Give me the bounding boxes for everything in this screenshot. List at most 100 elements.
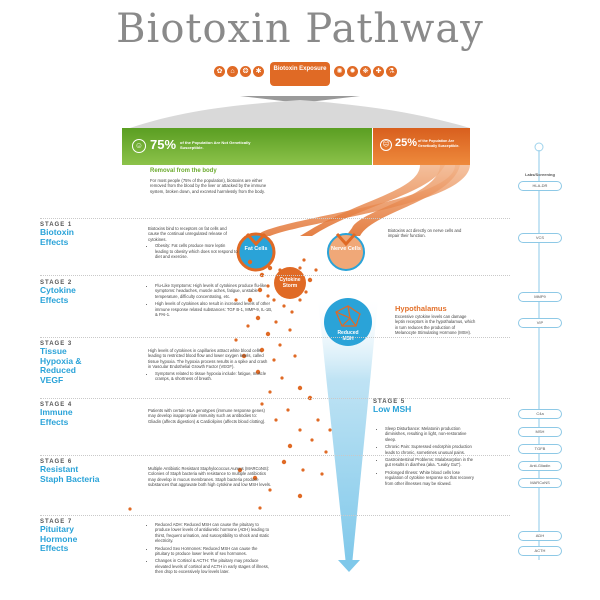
exposure-label: Biotoxin Exposure (273, 66, 327, 72)
cytokine-particle (247, 297, 253, 303)
cytokine-particle (260, 402, 264, 406)
cytokine-particle (255, 369, 261, 375)
stage-2-heading: STAGE 2 Cytokine Effects (40, 280, 100, 305)
cytokine-particle (307, 277, 313, 283)
cytokine-particle (282, 304, 286, 308)
obesity-bullet: Obesity: Fat cells produce more leptin l… (155, 243, 238, 259)
cytokine-particle (307, 395, 313, 401)
stage-7-text: Reduced ADH: Reduced MSH can cause the p… (148, 522, 273, 577)
spider-icon: ✺ (334, 66, 345, 77)
stage-3-text: High levels of cytokines in capillaries … (148, 348, 270, 383)
cytokine-particle (297, 385, 303, 391)
lab-pill: ACTH (518, 546, 562, 556)
cytokine-particle (287, 443, 293, 449)
msh-network-icon (335, 305, 361, 327)
lab-pill: MSH (518, 427, 562, 437)
cortisol-bullet: Changes in Cortisol & ACTH: The pituitar… (155, 558, 273, 574)
lab-pill: VCS (518, 233, 562, 243)
adh-bullet: Reduced ADH: Reduced MSH can cause the p… (155, 522, 273, 544)
cytokine-particle (278, 268, 282, 272)
cytokine-particle (278, 343, 282, 347)
stage-7-heading: STAGE 7 Pituitary Hormone Effects (40, 519, 100, 554)
fat-cell-label: Fat Cells (244, 246, 268, 252)
stage-name: Low MSH (373, 404, 412, 414)
stage-2-text: Flu-Like Symptoms: High levels of cytoki… (148, 283, 273, 319)
cytokine-particle (259, 272, 265, 278)
tick-icon: ✱ (253, 66, 264, 77)
cytokine-storm-label: Cytokine Storm (279, 277, 301, 289)
stage-name: Immune Effects (40, 407, 73, 427)
cytokine-particle (281, 459, 287, 465)
stage-number: STAGE 5 (373, 399, 406, 405)
gi-bullet: Gastrointestinal Problems: Malabsorption… (385, 457, 478, 468)
removal-heading: Removal from the body (150, 168, 217, 174)
cytokine-particle (320, 472, 324, 476)
stage-6-text: Multiple Antibiotic Resistant Staphyloco… (148, 466, 272, 488)
stage-5-text: Sleep Disturbance: Melatonin production … (378, 426, 478, 488)
cytokine-particle (324, 450, 328, 454)
divider (40, 337, 510, 338)
page-title: Biotoxin Pathway (116, 6, 484, 52)
cytokine-particle (255, 315, 261, 321)
divider (40, 455, 510, 456)
virus-icon: ✹ (347, 66, 358, 77)
stage-1-text: Biotoxins bind to receptors on fat cells… (148, 226, 238, 261)
exposure-badge: Biotoxin Exposure (270, 62, 330, 86)
hypoxia-bullet: Symptoms related to tissue hypoxia inclu… (155, 371, 270, 382)
lab-pill: MMP9 (518, 292, 562, 302)
cytokine-particle (304, 290, 308, 294)
stage-4-heading: STAGE 4 Immune Effects (40, 402, 100, 427)
lab-pill: ADH (518, 531, 562, 541)
flask-icon: ⚗ (386, 66, 397, 77)
cytokine-particle (274, 418, 278, 422)
divider (40, 218, 510, 219)
orange-stream-3 (256, 165, 470, 236)
stage-name: Pituitary Hormone Effects (40, 524, 78, 553)
microscope-icon (534, 142, 544, 152)
sleep-bullet: Sleep Disturbance: Melatonin production … (385, 426, 478, 442)
cytokine-particle (268, 488, 272, 492)
green-percent: 75% (150, 137, 177, 152)
cytokine-particle (316, 418, 320, 422)
cytokine-particle (286, 408, 290, 412)
cytokine-particle (298, 266, 302, 270)
stage-number: STAGE 1 (40, 222, 73, 228)
immune-substances-bullet: High levels of cytokines also result in … (155, 301, 273, 317)
lab-pill: C4a (518, 409, 562, 419)
cytokine-particle (297, 493, 303, 499)
orange-stream-1 (300, 165, 445, 236)
mold-icon: ✿ (214, 66, 225, 77)
cytokine-particle (328, 428, 332, 432)
green-caption: of the Population Are Not Genetically Su… (180, 140, 251, 150)
exposure-funnel (240, 96, 360, 103)
distribution-band (130, 100, 470, 128)
hypothalamus-text: Excessive cytokine levels can damage lep… (395, 314, 476, 336)
stage-3-heading: STAGE 3 Tissue Hypoxia & Reduced VEGF (40, 341, 100, 385)
house-icon: ⌂ (227, 66, 238, 77)
lab-pill: MARCoNS (518, 478, 562, 488)
stage-3-paragraph: High levels of cytokines in capillaries … (148, 348, 268, 370)
cytokine-particle (257, 287, 263, 293)
cytokine-particle (302, 258, 306, 262)
orange-percent: 25% (395, 137, 418, 149)
cytokine-particle (280, 376, 284, 380)
cytokine-particle (252, 475, 258, 481)
stage-name: Biotoxin Effects (40, 227, 74, 247)
lab-pill: Anti-Gliadin (518, 461, 562, 471)
stage-1-heading: STAGE 1 Biotoxin Effects (40, 222, 100, 247)
cytokine-particle (301, 468, 305, 472)
cytokine-particle (298, 298, 302, 302)
cytokine-particle (246, 324, 250, 328)
cytokine-particle (259, 347, 265, 353)
cytokine-particles (128, 258, 332, 511)
orange-caption: of the Population Are Genetically Suscep… (418, 139, 460, 148)
fish-icon: ❂ (240, 66, 251, 77)
cytokine-particle (267, 265, 273, 271)
sad-face-icon: ☹ (380, 139, 392, 151)
nerve-cell-node (327, 233, 365, 271)
lab-pill: HLA-DR (518, 181, 562, 191)
medicine-icon: ✚ (373, 66, 384, 77)
cytokine-particle (265, 331, 271, 337)
cytokine-particle (272, 358, 276, 362)
stage-1-paragraph: Biotoxins bind to receptors on fat cells… (148, 226, 227, 242)
